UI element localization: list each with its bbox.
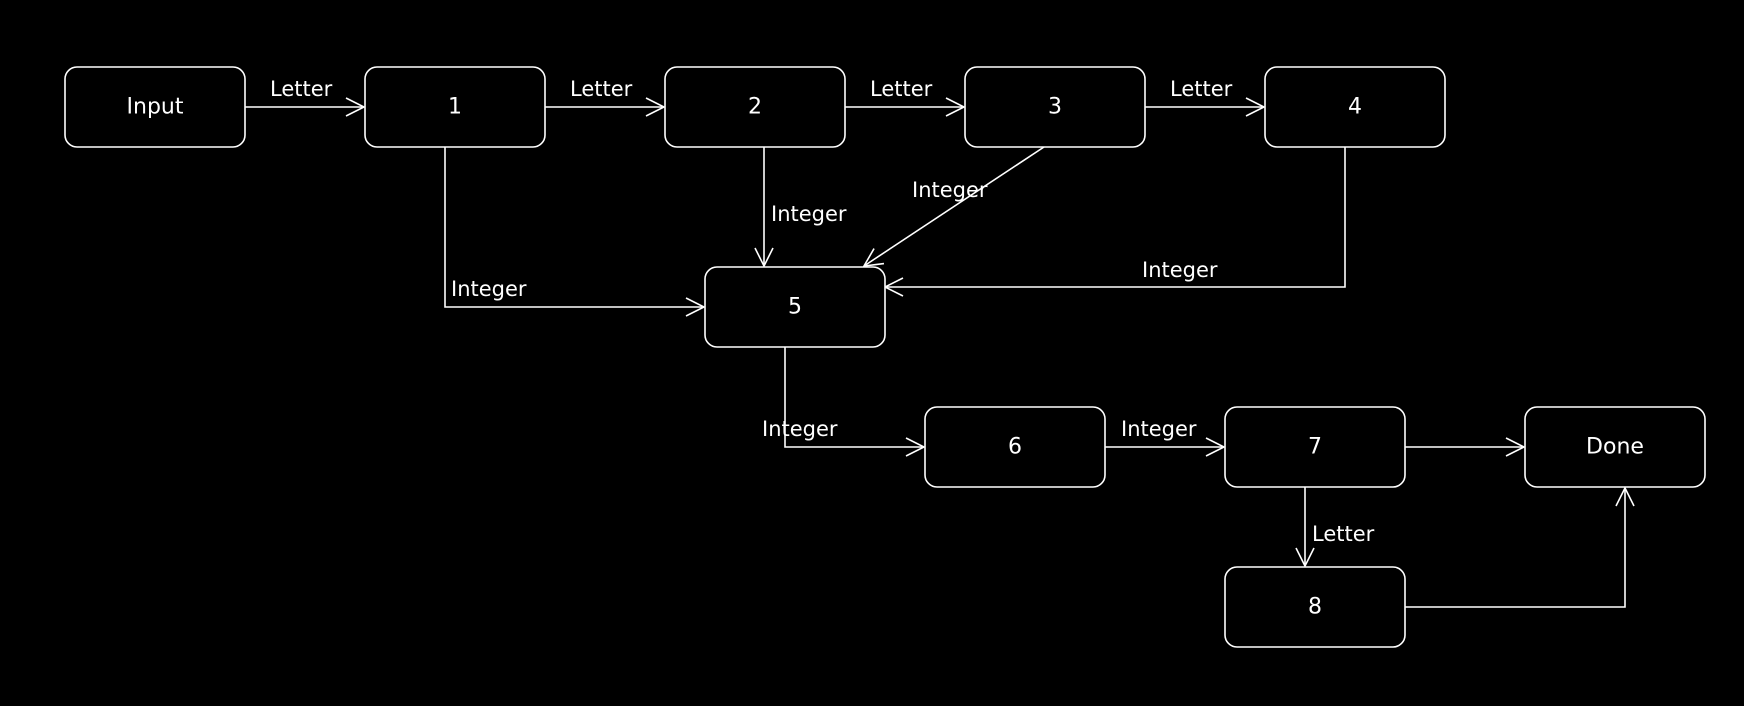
edge-label-3-to-4: Letter bbox=[1170, 77, 1233, 101]
edge-label-5-to-6: Integer bbox=[762, 417, 838, 441]
edge-4-to-5 bbox=[885, 147, 1346, 287]
node-2: 2 bbox=[664, 66, 846, 148]
node-1: 1 bbox=[364, 66, 546, 148]
edge-3-to-5 bbox=[864, 146, 1045, 266]
node-7: 7 bbox=[1224, 406, 1406, 488]
node-8: 8 bbox=[1224, 566, 1406, 648]
node-input: Input bbox=[64, 66, 246, 148]
node-3-label: 3 bbox=[1048, 95, 1062, 120]
node-7-label: 7 bbox=[1308, 435, 1322, 460]
node-input-label: Input bbox=[127, 95, 184, 120]
edge-5-to-6 bbox=[784, 347, 924, 447]
edge-label-input-to-1: Letter bbox=[270, 77, 333, 101]
node-done-label: Done bbox=[1586, 435, 1644, 460]
edge-label-1-to-5: Integer bbox=[451, 277, 527, 301]
edge-label-4-to-5: Integer bbox=[1142, 258, 1218, 282]
edges bbox=[245, 107, 1625, 608]
node-4-label: 4 bbox=[1348, 95, 1362, 120]
node-5-label: 5 bbox=[788, 295, 802, 320]
edge-labels: Letter Letter Letter Letter Integer Inte… bbox=[270, 77, 1375, 546]
node-1-label: 1 bbox=[448, 95, 462, 120]
node-8-label: 8 bbox=[1308, 595, 1322, 620]
edge-label-2-to-5: Integer bbox=[771, 202, 847, 226]
node-5: 5 bbox=[704, 266, 886, 348]
node-done: Done bbox=[1524, 406, 1706, 488]
edge-label-3-to-5: Integer bbox=[912, 178, 988, 202]
node-6: 6 bbox=[924, 406, 1106, 488]
node-6-label: 6 bbox=[1008, 435, 1022, 460]
edge-8-to-done bbox=[1404, 488, 1625, 608]
nodes: Input 1 2 3 4 5 6 7 bbox=[64, 66, 1706, 648]
edge-1-to-5 bbox=[444, 147, 704, 307]
edge-label-2-to-3: Letter bbox=[870, 77, 933, 101]
edge-label-6-to-7: Integer bbox=[1121, 417, 1197, 441]
node-2-label: 2 bbox=[748, 95, 762, 120]
node-3: 3 bbox=[964, 66, 1146, 148]
node-4: 4 bbox=[1264, 66, 1446, 148]
edge-label-7-to-8: Letter bbox=[1312, 522, 1375, 546]
edge-label-1-to-2: Letter bbox=[570, 77, 633, 101]
